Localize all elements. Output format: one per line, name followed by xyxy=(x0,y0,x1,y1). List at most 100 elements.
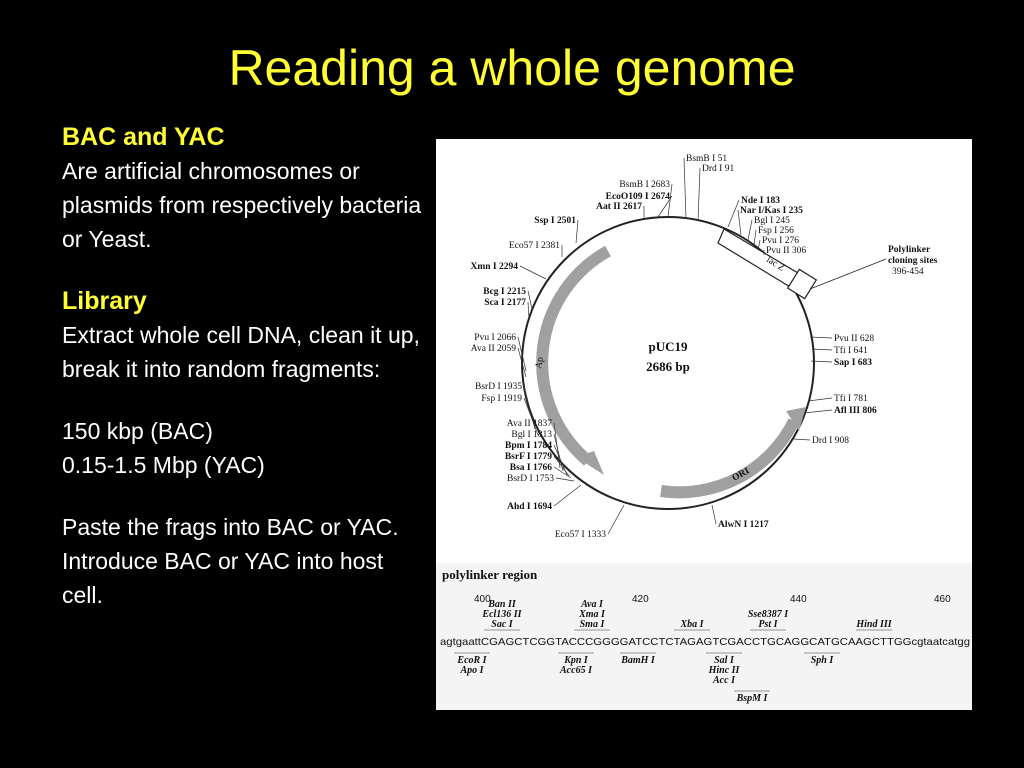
ap-gene-label: Ap xyxy=(534,356,546,369)
site-leader-line xyxy=(553,466,572,479)
enzyme-label-top: Ban II xyxy=(487,599,517,610)
enzyme-label-bottom: Sal I xyxy=(714,655,735,666)
size-yac: 0.15-1.5 Mbp (YAC) xyxy=(62,452,265,478)
polylinker-sequence: agtgaattCGAGCTCGGTACCCGGGGATCCTCTAGAGTCG… xyxy=(440,636,970,648)
enzyme-label-bottom: Hinc II xyxy=(708,665,741,676)
enzyme-label-bottom: BamH I xyxy=(620,655,656,666)
restriction-site-label: Drd I 91 xyxy=(702,164,734,174)
site-leader-line xyxy=(810,360,833,363)
site-leader-line xyxy=(517,347,527,378)
restriction-site-label: Tfi I 641 xyxy=(834,345,868,356)
site-leader-line xyxy=(757,239,761,251)
site-leader-line xyxy=(575,219,579,244)
polylinker-panel xyxy=(436,563,972,710)
site-leader-line xyxy=(711,504,717,525)
site-leader-line xyxy=(517,336,527,372)
text-bac-yac: Are artificial chromosomes or plasmids f… xyxy=(62,158,422,252)
restriction-site-label: BsmB I 51 xyxy=(686,154,727,164)
site-leader-line xyxy=(667,183,673,218)
enzyme-label-bottom: Sph I xyxy=(811,655,835,666)
site-leader-line xyxy=(697,167,701,222)
text-library: Extract whole cell DNA, clean it up, bre… xyxy=(62,322,420,382)
restriction-site-label: BsrD I 1935 xyxy=(475,382,522,392)
restriction-site-label: Drd I 908 xyxy=(812,436,849,446)
ori-arrowhead xyxy=(786,407,806,431)
enzyme-label-bottom: EcoR I xyxy=(456,655,487,666)
restriction-site-label: Bgl I 245 xyxy=(754,216,790,226)
enzyme-label-top: Sma I xyxy=(580,619,606,630)
polylinker-box xyxy=(786,268,818,300)
restriction-site-label: Pvu I 276 xyxy=(762,236,799,246)
restriction-site-label: Ava II 2059 xyxy=(471,344,516,354)
restriction-site-label: Pvu I 2066 xyxy=(474,333,516,343)
site-leader-line xyxy=(607,504,625,535)
enzyme-label-top: Sse8387 I xyxy=(748,609,789,620)
site-leader-line xyxy=(555,477,575,482)
enzyme-label-bottom: Apo I xyxy=(459,665,484,676)
site-leader-line xyxy=(747,219,753,241)
site-leader-line xyxy=(527,301,530,320)
ori-arrow xyxy=(660,418,800,499)
seq-number-440: 440 xyxy=(790,594,807,605)
text-paste: Paste the frags into BAC or YAC. xyxy=(62,514,399,540)
restriction-site-label: Xmn I 2294 xyxy=(470,262,518,272)
restriction-site-label: EcoO109 I 2674 xyxy=(606,192,671,202)
restriction-site-label: Fsp I 1919 xyxy=(481,394,522,404)
restriction-site-label: Eco57 I 2381 xyxy=(509,241,560,251)
enzyme-label-top: Ava I xyxy=(580,599,604,610)
site-leader-line xyxy=(519,265,547,280)
site-leader-line xyxy=(553,484,582,507)
left-text-column: BAC and YAC Are artificial chromosomes o… xyxy=(62,120,422,612)
enzyme-label-bottom: Acc I xyxy=(712,675,736,686)
restriction-site-label: Bsa I 1766 xyxy=(510,463,552,473)
size-bac: 150 kbp (BAC) xyxy=(62,418,213,444)
seq-number-400: 400 xyxy=(474,594,491,605)
puc19-plasmid-figure: Ap ORI lac Z pUC19 2686 bp Polylinker cl… xyxy=(436,139,972,710)
plasmid-map-svg: Ap ORI lac Z pUC19 2686 bp Polylinker cl… xyxy=(436,154,972,710)
site-leader-line xyxy=(737,209,742,236)
site-leader-line xyxy=(811,348,833,351)
heading-bac-yac: BAC and YAC xyxy=(62,123,225,151)
site-leader-line xyxy=(527,290,533,310)
site-leader-line xyxy=(793,438,811,441)
site-leader-line xyxy=(523,397,539,436)
restriction-site-label: Sap I 683 xyxy=(834,358,872,368)
restriction-site-label: Ahd I 1694 xyxy=(507,502,552,512)
restriction-site-label: Aat II 2617 xyxy=(596,202,642,212)
enzyme-label-top: Xma I xyxy=(578,609,606,620)
site-leader-line xyxy=(803,409,833,414)
restriction-site-label: Nar I/Kas I 235 xyxy=(740,206,803,216)
restriction-site-label: Nde I 183 xyxy=(741,196,780,206)
restriction-site-label: BsrF I 1779 xyxy=(505,452,552,462)
ap-gene-arrowhead xyxy=(576,451,604,475)
polylinker-title: polylinker region xyxy=(442,567,538,582)
enzyme-label-top: Sac I xyxy=(491,619,514,630)
restriction-site-label: Pvu II 306 xyxy=(766,246,806,256)
restriction-site-label: BsmB I 2683 xyxy=(619,180,670,190)
enzyme-label-top: Hind III xyxy=(855,619,892,630)
enzyme-label-top: Ecl136 II xyxy=(481,609,522,620)
restriction-site-label: Bpm I 1784 xyxy=(505,441,552,451)
site-leader-line xyxy=(657,195,673,218)
site-leader-line xyxy=(809,336,833,339)
restriction-site-label: Ava II 1837 xyxy=(507,419,552,429)
heading-library: Library xyxy=(62,287,147,315)
restriction-site-label: Fsp I 256 xyxy=(758,226,794,236)
polylinker-label-2: cloning sites xyxy=(888,256,938,266)
restriction-site-label: Bgl I 1813 xyxy=(511,430,552,440)
site-leader-line xyxy=(553,422,561,469)
polylinker-label-3: 396-454 xyxy=(892,267,924,277)
restriction-site-label: BsrD I 1753 xyxy=(507,474,554,484)
enzyme-label-bottom: Acc65 I xyxy=(559,665,593,676)
site-leader-line xyxy=(553,433,564,472)
seq-number-460: 460 xyxy=(934,594,951,605)
restriction-site-label: Sca I 2177 xyxy=(484,298,526,308)
enzyme-label-bottom: BspM I xyxy=(736,693,769,704)
restriction-site-label: AlwN I 1217 xyxy=(718,520,769,530)
restriction-site-label: Ssp I 2501 xyxy=(534,216,576,226)
restriction-site-label: Eco57 I 1333 xyxy=(555,530,606,540)
text-introduce: Introduce BAC or YAC into host cell. xyxy=(62,548,384,608)
restriction-site-label: Afl III 806 xyxy=(834,406,877,416)
enzyme-label-bottom: Kpn I xyxy=(563,655,589,666)
